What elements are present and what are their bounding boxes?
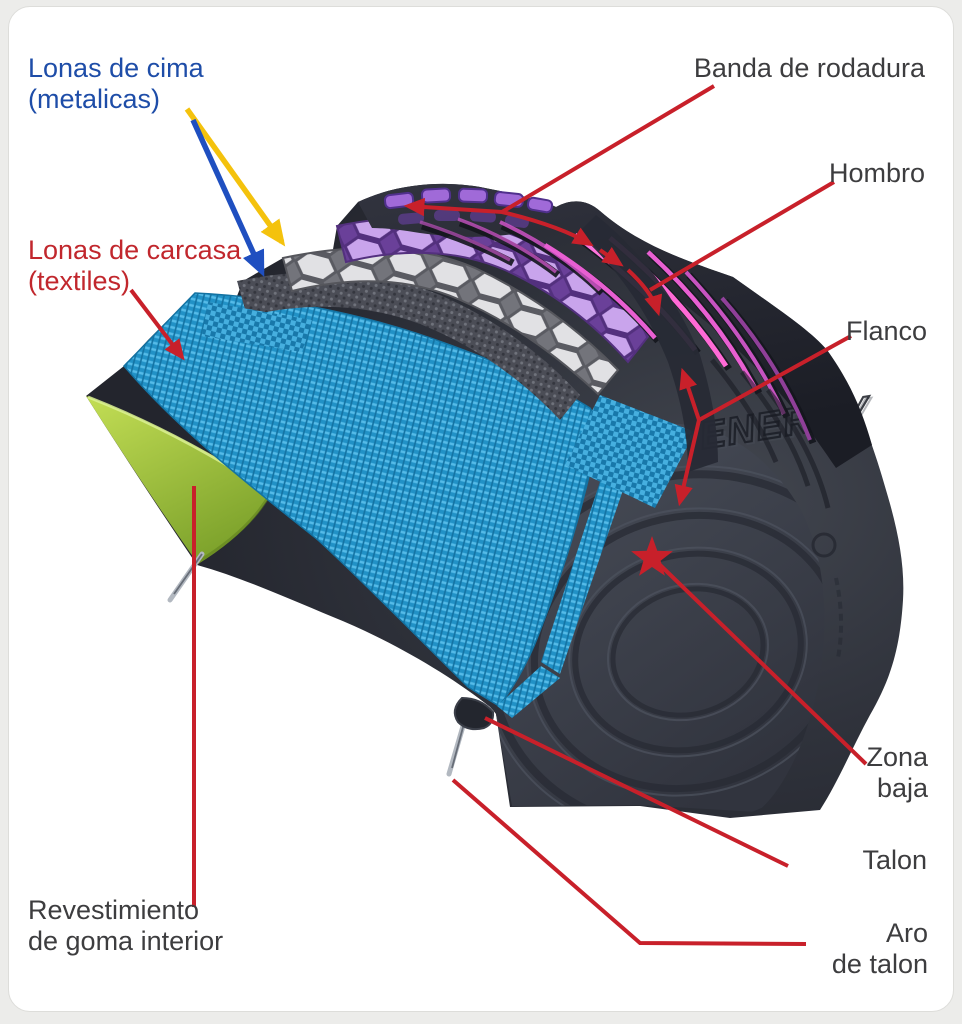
leader-flanco-up [679,367,701,421]
fabric-ply-dark [237,272,580,420]
label-lonas-de-cima: Lonas de cima (metalicas) [28,53,204,115]
arrow-metal-ply-yellow [184,107,286,247]
label-line: Aro [885,918,928,948]
label-flanco: Flanco [846,316,927,347]
leader-aro-de-talon [451,778,807,946]
leader-tread-span-1 [501,210,594,247]
label-line: Revestimiento [28,895,200,925]
sidewall-mark-icon [811,532,837,558]
label-line: (metalicas) [28,84,161,114]
label-line: Flanco [845,316,927,346]
label-line: Lonas de carcasa [28,235,242,265]
leader-zona-baja [656,561,868,766]
carcass-patch [202,302,312,352]
carcass-patch [565,395,695,508]
label-line: (textiles) [28,266,131,296]
leader-hombro [648,180,836,292]
label-hombro: Hombro [829,158,925,189]
label-zona-baja: Zona baja [866,742,928,804]
shoulder-grooves [710,358,831,509]
carcass-ply-blue [122,292,634,718]
label-line: Lonas de cima [28,53,204,83]
label-line: baja [876,773,928,803]
leader-tread-span-3 [626,268,663,317]
zona-baja-star [631,536,673,576]
label-revestimiento: Revestimiento de goma interior [28,895,223,957]
label-banda-de-rodadura: Banda de rodadura [694,53,925,84]
bead-curl [453,696,495,731]
label-talon: Talon [862,845,927,876]
label-line: Talon [862,845,927,875]
label-aro-de-talon: Aro de talon [832,918,928,980]
label-line: Zona [866,742,928,772]
sidewall-small-text [834,577,844,659]
leader-lonas-de-carcasa [129,288,185,361]
label-line: de goma interior [28,926,224,956]
leader-flanco [698,334,852,422]
label-line: Hombro [828,158,925,188]
leader-flanco-down [674,419,701,507]
leader-talon [484,716,789,868]
label-lonas-de-carcasa: Lonas de carcasa (textiles) [28,235,241,297]
label-line: Banda de rodadura [693,53,925,83]
label-line: de talon [831,949,928,979]
leader-tread-span-2 [598,246,624,267]
arrow-metal-ply-blue [190,118,265,278]
annotations [129,84,868,946]
